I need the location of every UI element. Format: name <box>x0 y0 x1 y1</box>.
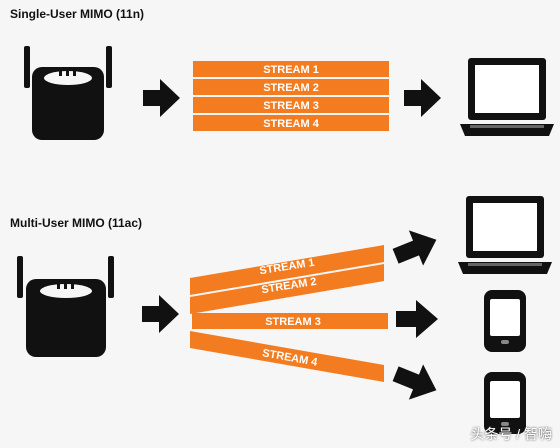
single-user-mimo-title: Single-User MIMO (11n) <box>10 7 145 21</box>
multi-input-arrow-icon <box>142 295 179 333</box>
multi-stream-4: STREAM 4 <box>190 331 384 382</box>
watermark: 头条号 / 智嗨 <box>470 426 552 442</box>
multi-second-smartphone-icon <box>484 372 526 434</box>
multi-router-icon <box>17 256 114 357</box>
multi-arrow-to-second-phone-icon <box>392 364 437 400</box>
single-input-arrow-icon <box>143 79 180 117</box>
single-stream-1: STREAM 1 <box>193 61 389 77</box>
multi-arrow-to-phone-icon <box>396 300 438 338</box>
single-stream-3: STREAM 3 <box>193 97 389 113</box>
single-output-arrow-icon <box>404 79 441 117</box>
single-router-icon <box>24 46 112 140</box>
single-stream-2: STREAM 2 <box>193 79 389 95</box>
multi-laptop-icon <box>458 196 552 274</box>
multi-stream-group: STREAM 1 STREAM 2 STREAM 3 STREAM 4 <box>190 245 388 382</box>
single-stream-2-label: STREAM 2 <box>263 82 319 94</box>
single-stream-4: STREAM 4 <box>193 115 389 131</box>
multi-user-mimo-title: Multi-User MIMO (11ac) <box>10 216 143 230</box>
multi-arrow-to-laptop-icon <box>392 230 437 266</box>
single-stream-1-label: STREAM 1 <box>263 64 319 76</box>
multi-smartphone-icon <box>484 290 526 352</box>
single-laptop-icon <box>460 58 554 136</box>
single-stream-3-label: STREAM 3 <box>263 100 319 112</box>
single-stream-group: STREAM 1 STREAM 2 STREAM 3 STREAM 4 <box>193 61 389 131</box>
multi-stream-3-label: STREAM 3 <box>265 316 321 328</box>
single-stream-4-label: STREAM 4 <box>263 118 320 130</box>
multi-stream-3: STREAM 3 <box>192 313 388 329</box>
